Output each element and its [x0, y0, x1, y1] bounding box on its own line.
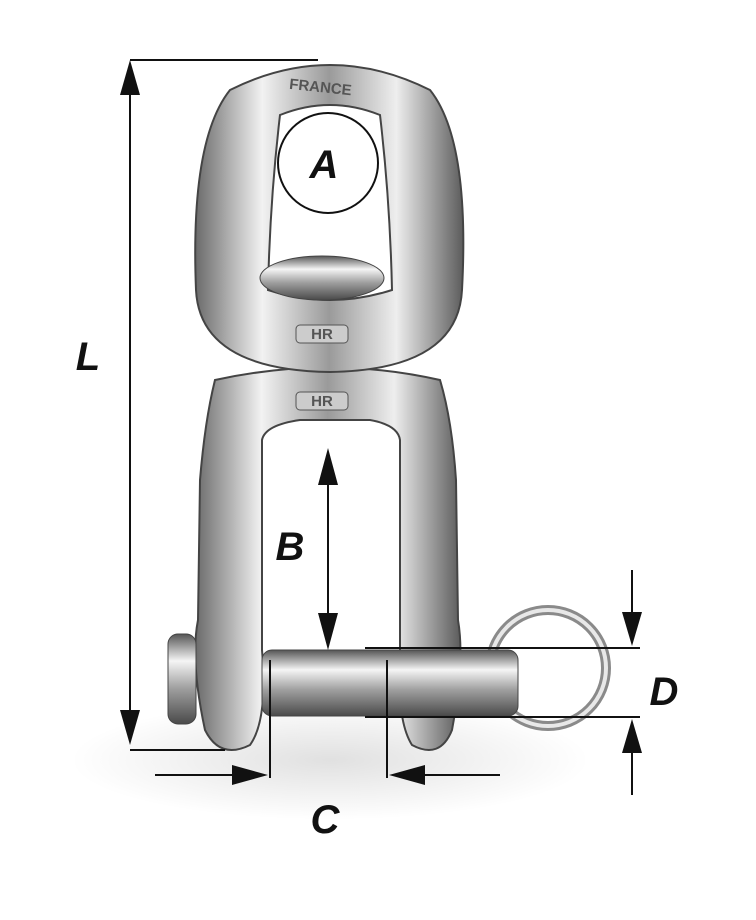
- label-a: A: [309, 143, 339, 187]
- label-l: L: [76, 335, 100, 379]
- hr-logo-upper: [295, 324, 349, 344]
- label-c: C: [311, 798, 341, 842]
- drop-shadow: [70, 700, 590, 820]
- label-b: B: [276, 525, 305, 569]
- dimension-lines: [120, 59, 642, 795]
- swivel-eye: HR FRANCE: [194, 64, 465, 374]
- france-stamp: FRANCE: [289, 76, 353, 99]
- hr-logo-lower: [295, 391, 349, 411]
- hr-logo-text: HR: [311, 326, 333, 343]
- shackle-pin: [167, 633, 519, 725]
- dimension-a: A: [277, 112, 379, 214]
- label-d: D: [650, 670, 679, 714]
- shackle-fork: HR: [194, 366, 462, 751]
- swivel-bolt-head: [259, 255, 385, 301]
- hr-logo-text: HR: [311, 393, 333, 410]
